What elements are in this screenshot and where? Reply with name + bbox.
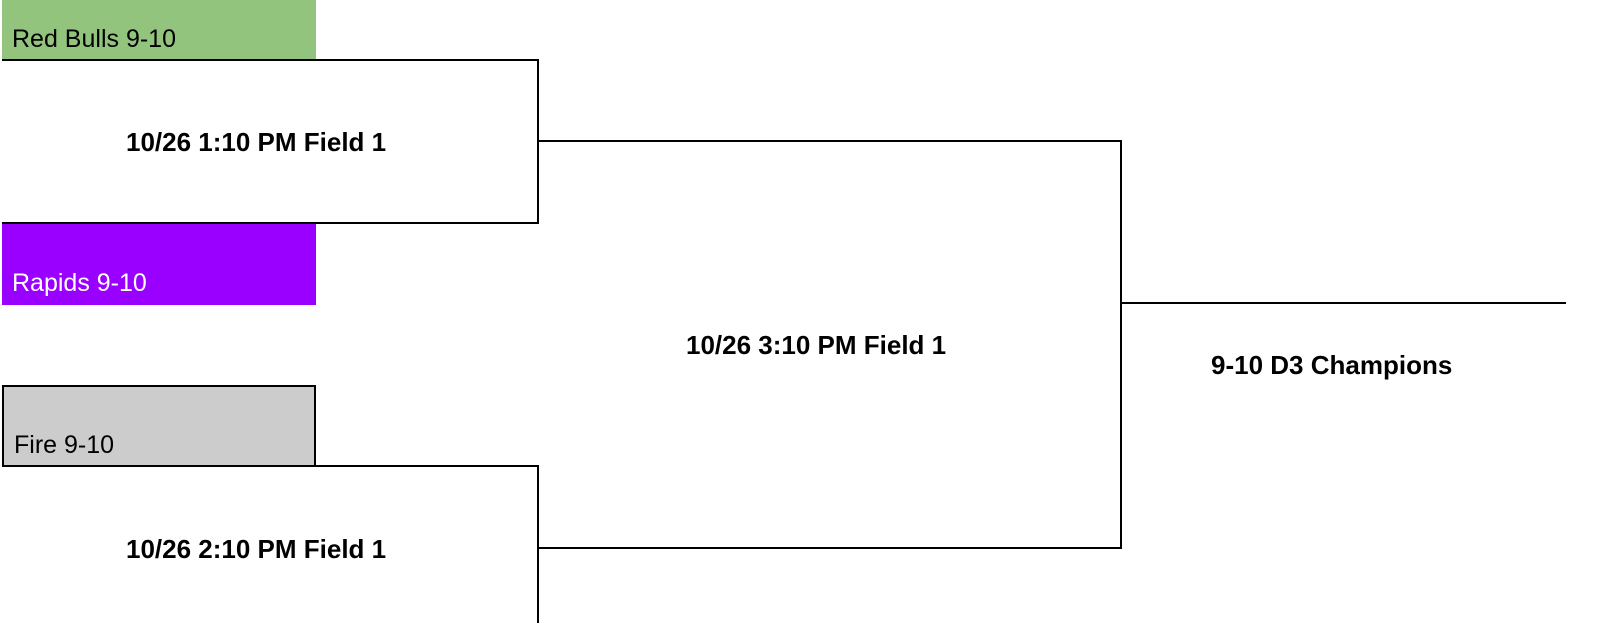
team-slot-red-bulls: Red Bulls 9-10 bbox=[2, 0, 316, 61]
team-name: Fire 9-10 bbox=[14, 431, 115, 459]
team-slot-rapids: Rapids 9-10 bbox=[2, 223, 316, 305]
bracket-line bbox=[2, 465, 539, 467]
team-name: Rapids 9-10 bbox=[12, 269, 147, 297]
team-name: Red Bulls 9-10 bbox=[12, 25, 176, 53]
bracket-line bbox=[537, 140, 1122, 142]
match-label-1: 10/26 1:10 PM Field 1 bbox=[126, 127, 387, 157]
match-label-2: 10/26 2:10 PM Field 1 bbox=[126, 534, 387, 564]
team-slot-fire: Fire 9-10 bbox=[2, 385, 316, 467]
match-label-final: 10/26 3:10 PM Field 1 bbox=[686, 330, 947, 360]
champion-label: 9-10 D3 Champions bbox=[1211, 350, 1453, 380]
bracket-line bbox=[1120, 302, 1566, 304]
bracket-line bbox=[2, 59, 539, 61]
bracket-line bbox=[537, 547, 1122, 549]
bracket-line bbox=[537, 465, 539, 623]
bracket-line bbox=[2, 222, 539, 224]
bracket-line bbox=[1120, 140, 1122, 549]
